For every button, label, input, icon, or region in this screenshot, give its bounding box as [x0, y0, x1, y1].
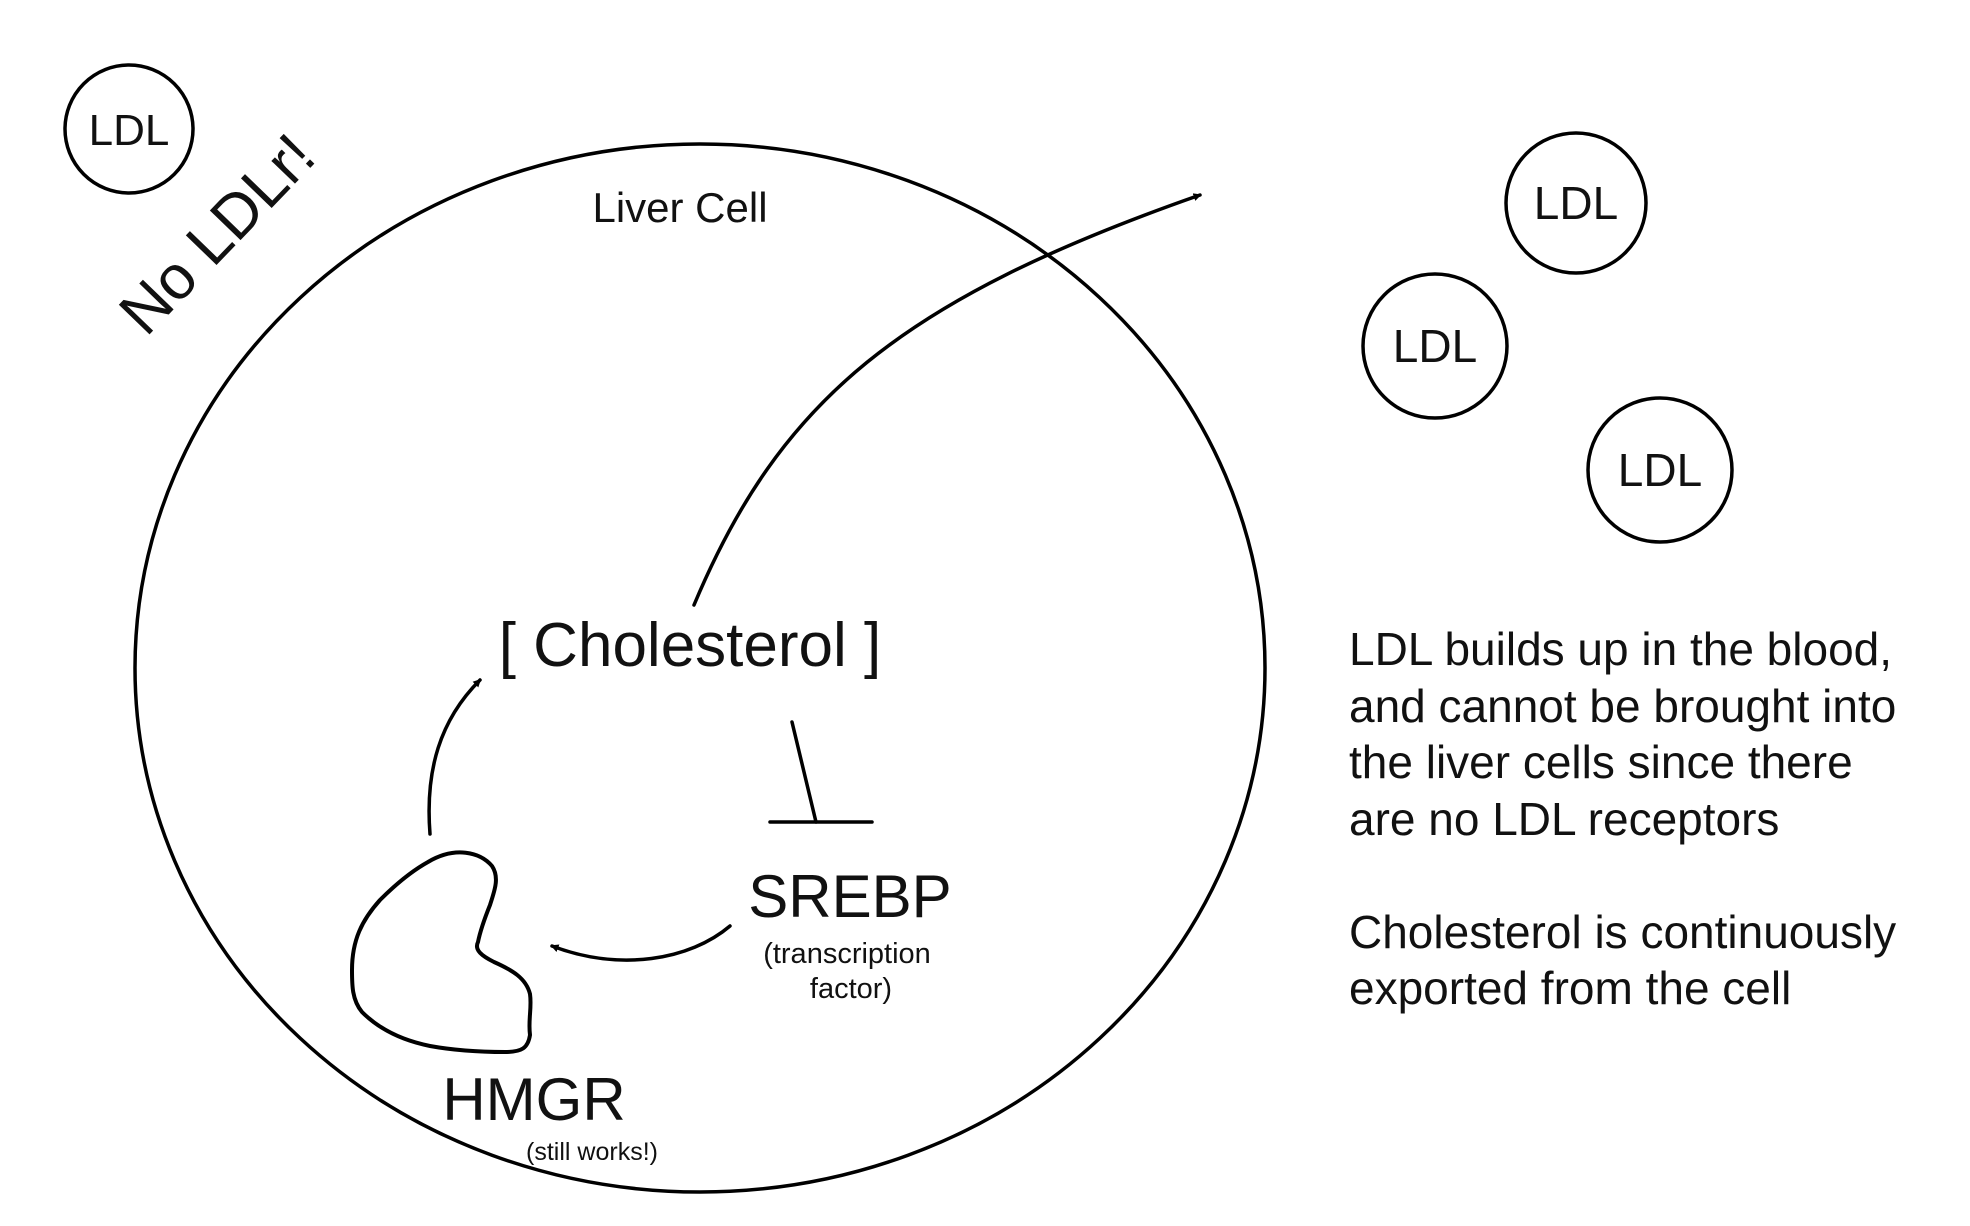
blood-ldl-label: LDL — [1393, 320, 1477, 372]
export-line: exported from the cell — [1349, 962, 1791, 1014]
liver-cell-membrane — [133, 142, 1267, 1194]
blood-ldl-circle — [1586, 396, 1734, 544]
explanation-text: LDL builds up in the blood, and cannot b… — [1349, 623, 1896, 845]
outside-ldl-circle — [63, 63, 195, 195]
blood-ldl-2: LDL — [1361, 272, 1509, 420]
hmgr-to-cholesterol-arrow — [427, 678, 482, 836]
srebp-to-hmgr-arrow — [550, 924, 732, 962]
explanation-line: the liver cells since there — [1349, 736, 1853, 788]
export-line: Cholesterol is continuously — [1349, 906, 1896, 958]
cholesterol-label: [ Cholesterol ] — [499, 611, 882, 680]
hmgr-sub-label: (still works!) — [526, 1138, 658, 1166]
blood-ldl-label: LDL — [1534, 177, 1618, 229]
explanation-line: LDL builds up in the blood, — [1349, 623, 1892, 675]
srebp-sub-line2: factor) — [810, 973, 892, 1005]
outside-ldl: LDL — [63, 63, 195, 195]
inhibition-symbol — [768, 720, 874, 824]
explanation-line: are no LDL receptors — [1349, 793, 1779, 845]
export-arrow — [692, 193, 1202, 607]
blood-ldl-3: LDL — [1586, 396, 1734, 544]
srebp-sub-line1: (transcription — [763, 938, 931, 970]
no-receptor-label: No LDLr! — [106, 121, 328, 347]
hmgr-label: HMGR — [442, 1066, 625, 1133]
blood-ldl-1: LDL — [1504, 131, 1648, 275]
srebp-label: SREBP — [748, 863, 951, 930]
blood-ldl-label: LDL — [1618, 444, 1702, 496]
blood-ldl-circle — [1504, 131, 1648, 275]
outside-ldl-label: LDL — [89, 106, 170, 155]
explanation-line: and cannot be brought into — [1349, 680, 1896, 732]
export-text: Cholesterol is continuously exported fro… — [1349, 906, 1896, 1014]
cell-label: Liver Cell — [592, 184, 767, 231]
inhibition-stem — [790, 720, 818, 824]
blood-ldl-circle — [1361, 272, 1509, 420]
hmgr-enzyme-shape — [350, 850, 533, 1054]
